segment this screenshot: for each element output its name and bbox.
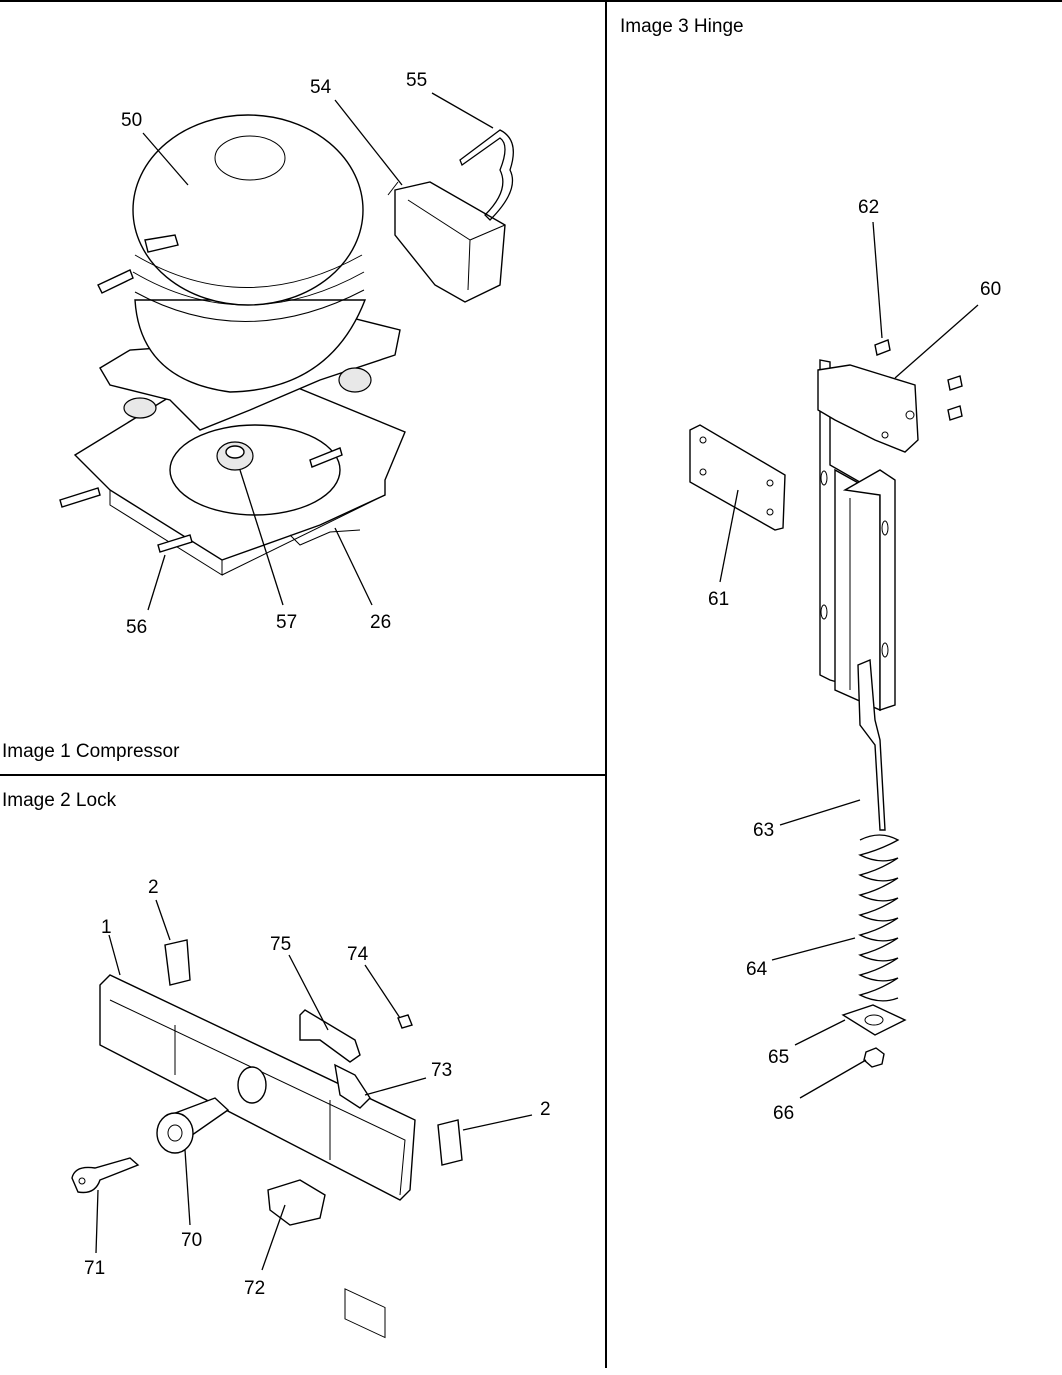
latch-spring (334, 1063, 371, 1109)
callout-75: 75 (270, 934, 291, 955)
screw-right-upper (947, 375, 963, 391)
callout-70: 70 (181, 1230, 202, 1251)
callout-54: 54 (310, 77, 332, 98)
lock-assembly (71, 899, 533, 1339)
lock-cylinder-face (156, 1112, 194, 1154)
callout-65: 65 (768, 1047, 789, 1068)
hinge-rod (857, 658, 886, 831)
callout-66: 66 (773, 1103, 794, 1124)
wire-clip-bottom (157, 534, 193, 553)
compressor-panel-title: Image 1 Compressor (2, 741, 180, 762)
wire-clip (459, 129, 514, 221)
callout-56: 56 (126, 617, 147, 638)
callout-72: 72 (244, 1278, 265, 1299)
callout-50: 50 (121, 110, 142, 131)
label-plate-right (437, 1119, 463, 1166)
callout-26: 26 (370, 612, 391, 633)
screw-right-lower (947, 405, 963, 421)
latch-screw (397, 1014, 413, 1029)
callout-2-right: 2 (540, 1099, 551, 1120)
label-plate-left (164, 939, 191, 986)
compressor-dome-lower (134, 299, 367, 393)
callout-60: 60 (980, 279, 1001, 300)
lock-strike (267, 1179, 326, 1226)
latch-lever (299, 1009, 361, 1063)
callout-55: 55 (406, 70, 427, 91)
hinge-panel-title: Image 3 Hinge (620, 16, 744, 37)
hinge-plate (689, 424, 786, 531)
callout-62: 62 (858, 197, 879, 218)
hinge-washer (841, 1004, 907, 1036)
hinge-spring (858, 834, 900, 1002)
panel-divider-horizontal (0, 774, 606, 776)
compressor-assembly (59, 92, 514, 611)
relay-cover (394, 181, 506, 303)
top-border (0, 0, 1062, 2)
callout-61: 61 (708, 589, 729, 610)
lock-key (71, 1157, 140, 1194)
wire-clip-right (309, 447, 343, 468)
grommet-left (123, 397, 157, 419)
hinge-nut (863, 1047, 885, 1068)
grommet-right (338, 367, 372, 393)
lock-panel-title: Image 2 Lock (2, 790, 117, 811)
callout-1: 1 (101, 917, 112, 938)
callout-73: 73 (431, 1060, 452, 1081)
callout-74: 74 (347, 944, 369, 965)
compressor-dome (132, 114, 364, 306)
callout-2-upper: 2 (148, 877, 159, 898)
hinge-top-bracket (817, 364, 919, 453)
callout-63: 63 (753, 820, 774, 841)
callout-71: 71 (84, 1258, 105, 1279)
wire-clip-left (59, 487, 101, 508)
hinge-assembly (689, 221, 979, 1099)
screw-62 (874, 339, 891, 356)
grommet-pad (169, 424, 341, 516)
callout-57: 57 (276, 612, 297, 633)
callout-64: 64 (746, 959, 768, 980)
panel-divider-vertical (605, 0, 607, 1368)
